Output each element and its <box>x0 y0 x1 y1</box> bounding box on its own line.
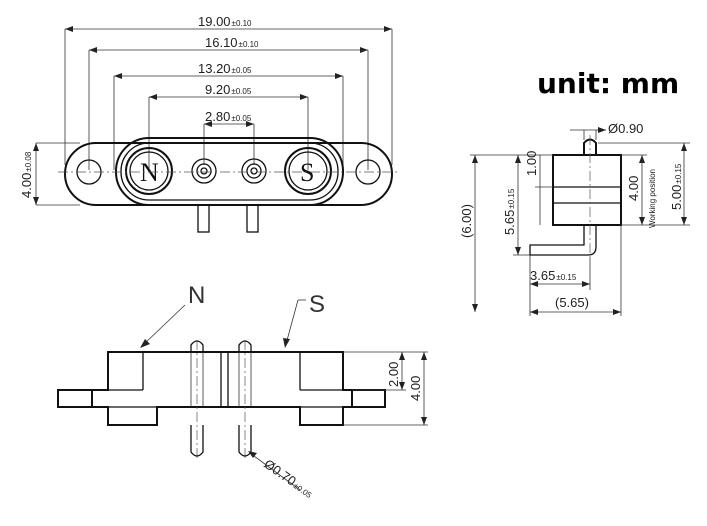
front-dimension-texts: 19.00±0.10 16.10±0.10 13.20±0.05 9.20±0.… <box>198 14 259 124</box>
front-horizontal-dimensions <box>64 26 393 170</box>
dim-hole-spacing: 16.10±0.10 <box>205 35 259 50</box>
bottom-label-s: S <box>309 291 325 318</box>
magnet-s <box>284 147 332 195</box>
bottom-dim-400: 4.00 <box>408 376 423 401</box>
dim-front-height: 4.00±0.08 <box>19 151 34 198</box>
side-view: Ø0.90 (6.00) 5.65±0.15 1.00 4.00 Working… <box>459 121 690 316</box>
bottom-pin-dia: Ø0.70±0.05 <box>261 456 316 501</box>
bottom-view: N S 2.00 <box>57 282 428 501</box>
dim-magnet-spacing: 13.20±0.05 <box>198 61 252 76</box>
pin-right <box>241 158 267 184</box>
dim-pin-pitch: 2.80±0.05 <box>205 109 252 124</box>
dim-inner-spacing: 9.20±0.05 <box>205 82 252 97</box>
side-dim-565v: 5.65±0.15 <box>502 188 517 235</box>
side-dim-500: 5.00±0.15 <box>669 163 684 210</box>
dim-overall-width: 19.00±0.10 <box>198 14 252 29</box>
bottom-label-n: N <box>188 282 205 309</box>
pin-left <box>191 158 217 184</box>
side-dim-565h: (5.65) <box>555 295 589 310</box>
front-view: 19.00±0.10 16.10±0.10 13.20±0.05 9.20±0.… <box>19 14 400 233</box>
pole-n-label: N <box>140 158 159 187</box>
side-dim-100: 1.00 <box>524 151 539 176</box>
side-dim-400: 4.00 <box>626 176 641 201</box>
working-position-label: Working position <box>648 169 657 228</box>
front-height-dimension: 4.00±0.08 <box>19 142 80 206</box>
side-dim-365: 3.65±0.15 <box>530 268 577 283</box>
unit-label: unit: mm <box>537 67 679 100</box>
pole-s-label: S <box>300 158 314 187</box>
side-dim-600: (6.00) <box>459 204 474 238</box>
magnet-n <box>125 147 173 195</box>
bottom-dim-200: 2.00 <box>386 362 401 387</box>
connector-front-body: N S <box>58 137 400 233</box>
side-pin-dia: Ø0.90 <box>608 121 643 136</box>
